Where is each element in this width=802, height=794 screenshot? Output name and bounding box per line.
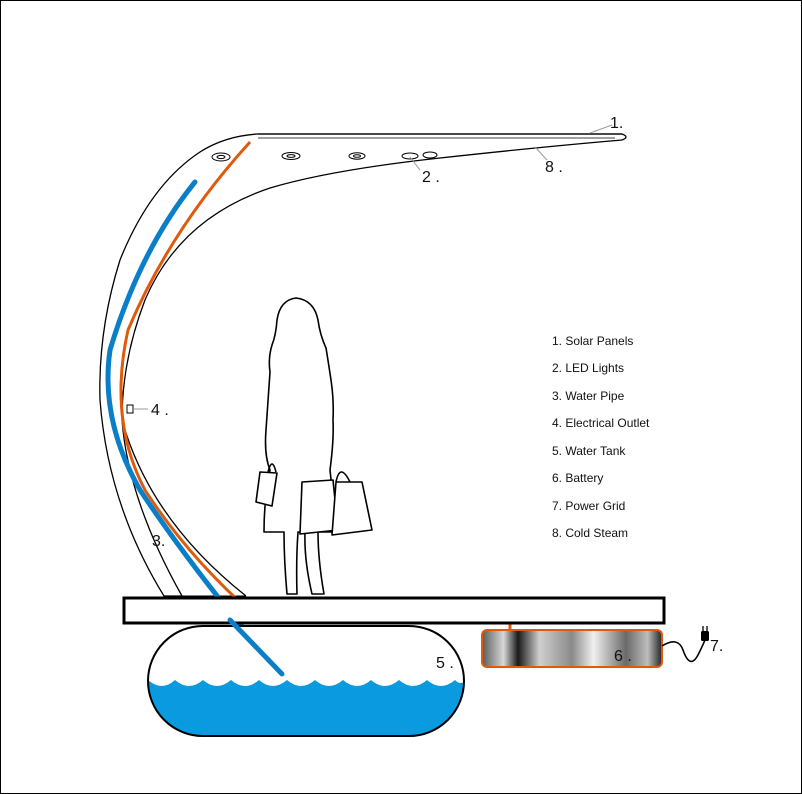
legend-item: 3. Water Pipe <box>552 389 625 403</box>
electrical-outlet <box>126 404 134 414</box>
legend-item: 6. Battery <box>552 471 603 485</box>
legend-item: 4. Electrical Outlet <box>552 416 650 430</box>
legend-item: 7. Power Grid <box>552 499 625 513</box>
power-cord <box>661 639 706 663</box>
legend-item: 2. LED Lights <box>552 361 624 375</box>
callout-3: 3. <box>152 533 165 550</box>
callout-8: 8 . <box>545 159 563 176</box>
callout-7: 7. <box>710 638 723 655</box>
callout-1: 1. <box>610 115 623 132</box>
water-pipe <box>105 179 285 677</box>
leader-lines <box>133 124 613 410</box>
water-body <box>148 680 464 736</box>
led-lights <box>211 151 438 162</box>
platform <box>122 596 666 625</box>
callout-4: 4 . <box>151 402 169 419</box>
legend-item: 1. Solar Panels <box>552 334 633 348</box>
person-silhouette <box>255 297 373 595</box>
callout-6: 6 . <box>614 648 632 665</box>
callout-2: 2 . <box>422 169 440 186</box>
plug-icon <box>701 626 709 641</box>
legend: 1. Solar Panels 2. LED Lights 3. Water P… <box>552 334 650 540</box>
callout-5: 5 . <box>436 655 454 672</box>
legend-item: 5. Water Tank <box>552 444 626 458</box>
water-tank <box>147 617 465 737</box>
electrical-line <box>119 140 512 636</box>
battery <box>481 629 663 668</box>
legend-item: 8. Cold Steam <box>552 526 628 540</box>
